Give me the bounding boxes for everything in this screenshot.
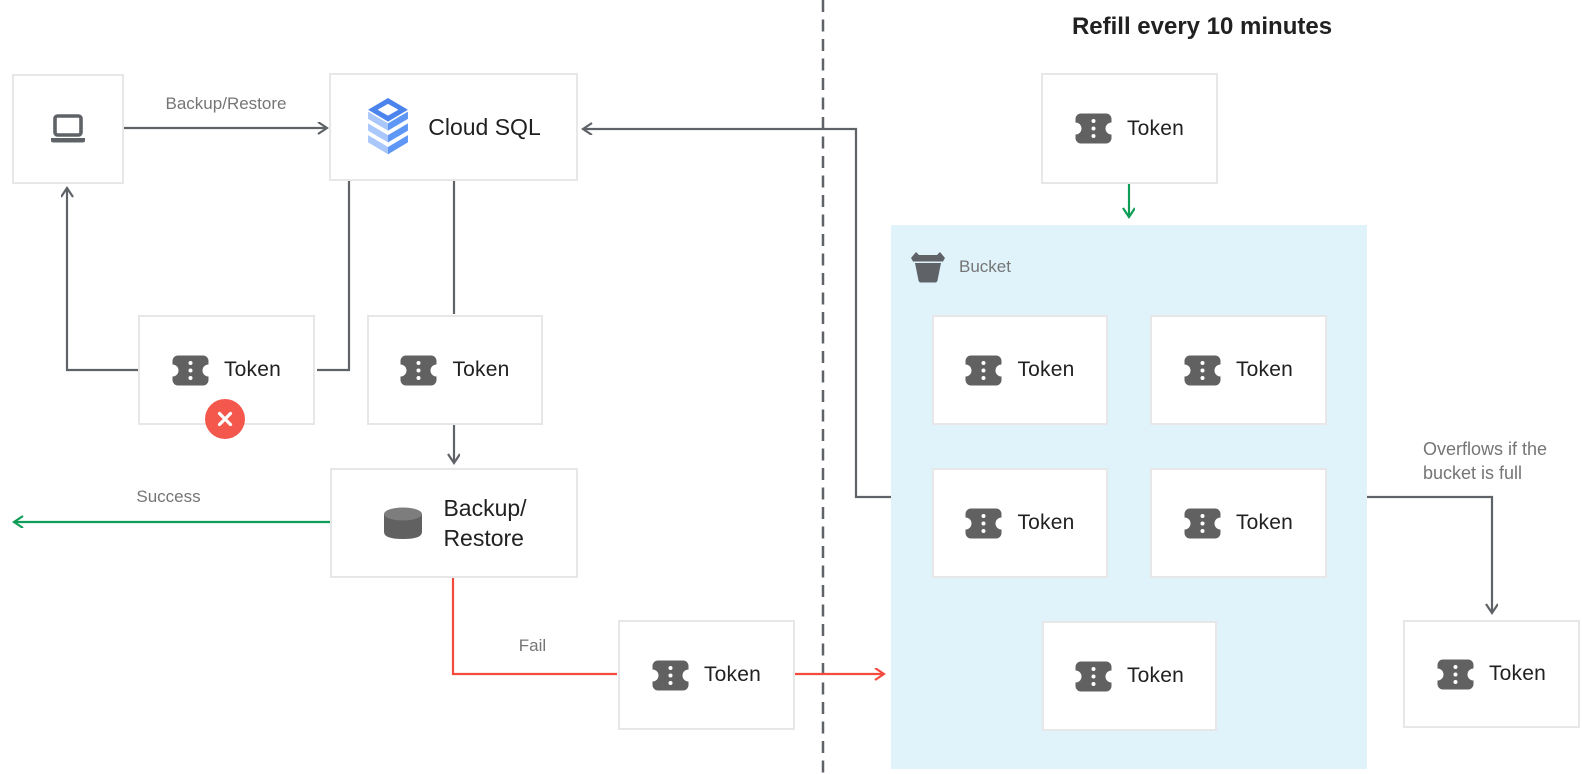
cloud-sql-node: Cloud SQL <box>329 73 578 181</box>
bucket-label: Bucket <box>959 256 1011 276</box>
token-box-bucket-5: Token <box>1042 621 1217 731</box>
token-box-pending: Token <box>367 315 543 425</box>
ticket-icon <box>400 355 438 385</box>
edge-overflow <box>1367 495 1492 613</box>
ticket-icon <box>1183 355 1221 385</box>
token-label: Token <box>1488 662 1547 685</box>
ticket-icon <box>651 660 689 690</box>
x-glyph <box>217 411 233 427</box>
token-box-overflow: Token <box>1403 620 1580 728</box>
token-box-fail: Token <box>618 620 795 730</box>
ticket-icon <box>965 355 1003 385</box>
token-label: Token <box>1235 358 1294 381</box>
edge-fail <box>451 578 617 676</box>
token-box-rejected: Token <box>138 315 315 425</box>
token-box-bucket-2: Token <box>1150 315 1327 425</box>
token-box-refill: Token <box>1041 73 1218 184</box>
ticket-icon <box>1074 661 1112 691</box>
edge-cloudsql-to-rejected-token <box>317 181 351 372</box>
backup-restore-label: Backup/ Restore <box>443 493 526 553</box>
token-box-bucket-4: Token <box>1150 468 1327 578</box>
cloud-sql-label: Cloud SQL <box>428 113 541 140</box>
token-label: Token <box>703 663 762 686</box>
edge-label-success: Success <box>136 487 201 506</box>
token-label: Token <box>1235 511 1294 534</box>
token-box-bucket-3: Token <box>932 468 1108 578</box>
bucket-header: Bucket <box>909 250 1011 283</box>
backup-restore-node: Backup/ Restore <box>330 468 578 578</box>
client-node <box>12 74 124 184</box>
laptop-icon <box>51 113 85 142</box>
token-label: Token <box>1126 664 1185 687</box>
edge-label-fail: Fail <box>518 636 547 655</box>
ticket-icon <box>1183 508 1221 538</box>
backup-restore-label-line2: Restore <box>443 525 524 551</box>
ticket-icon <box>965 508 1003 538</box>
cloud-sql-icon <box>368 98 409 155</box>
refill-title: Refill every 10 minutes <box>1071 13 1333 40</box>
error-x-icon <box>205 399 245 439</box>
token-label: Token <box>1017 511 1075 534</box>
ticket-icon <box>1074 113 1112 144</box>
backup-restore-label-line1: Backup/ <box>443 495 527 521</box>
token-label: Token <box>452 358 510 381</box>
token-box-bucket-1: Token <box>932 315 1108 425</box>
ticket-icon <box>171 355 209 385</box>
ticket-icon <box>1436 659 1474 689</box>
overflow-label-line2: bucket is full <box>1423 463 1523 483</box>
edge-bucket-to-cloudsql <box>583 129 891 499</box>
edge-token-to-client <box>67 188 138 372</box>
overflow-label-line1: Overflows if the <box>1423 439 1548 459</box>
edge-label-overflow: Overflows if the bucket is full <box>1423 437 1573 485</box>
bucket-icon <box>911 252 945 283</box>
token-label: Token <box>1126 116 1185 140</box>
database-icon <box>384 507 423 539</box>
token-label: Token <box>223 358 282 381</box>
token-label: Token <box>1017 358 1075 381</box>
edge-label-backup-restore: Backup/Restore <box>165 94 287 113</box>
